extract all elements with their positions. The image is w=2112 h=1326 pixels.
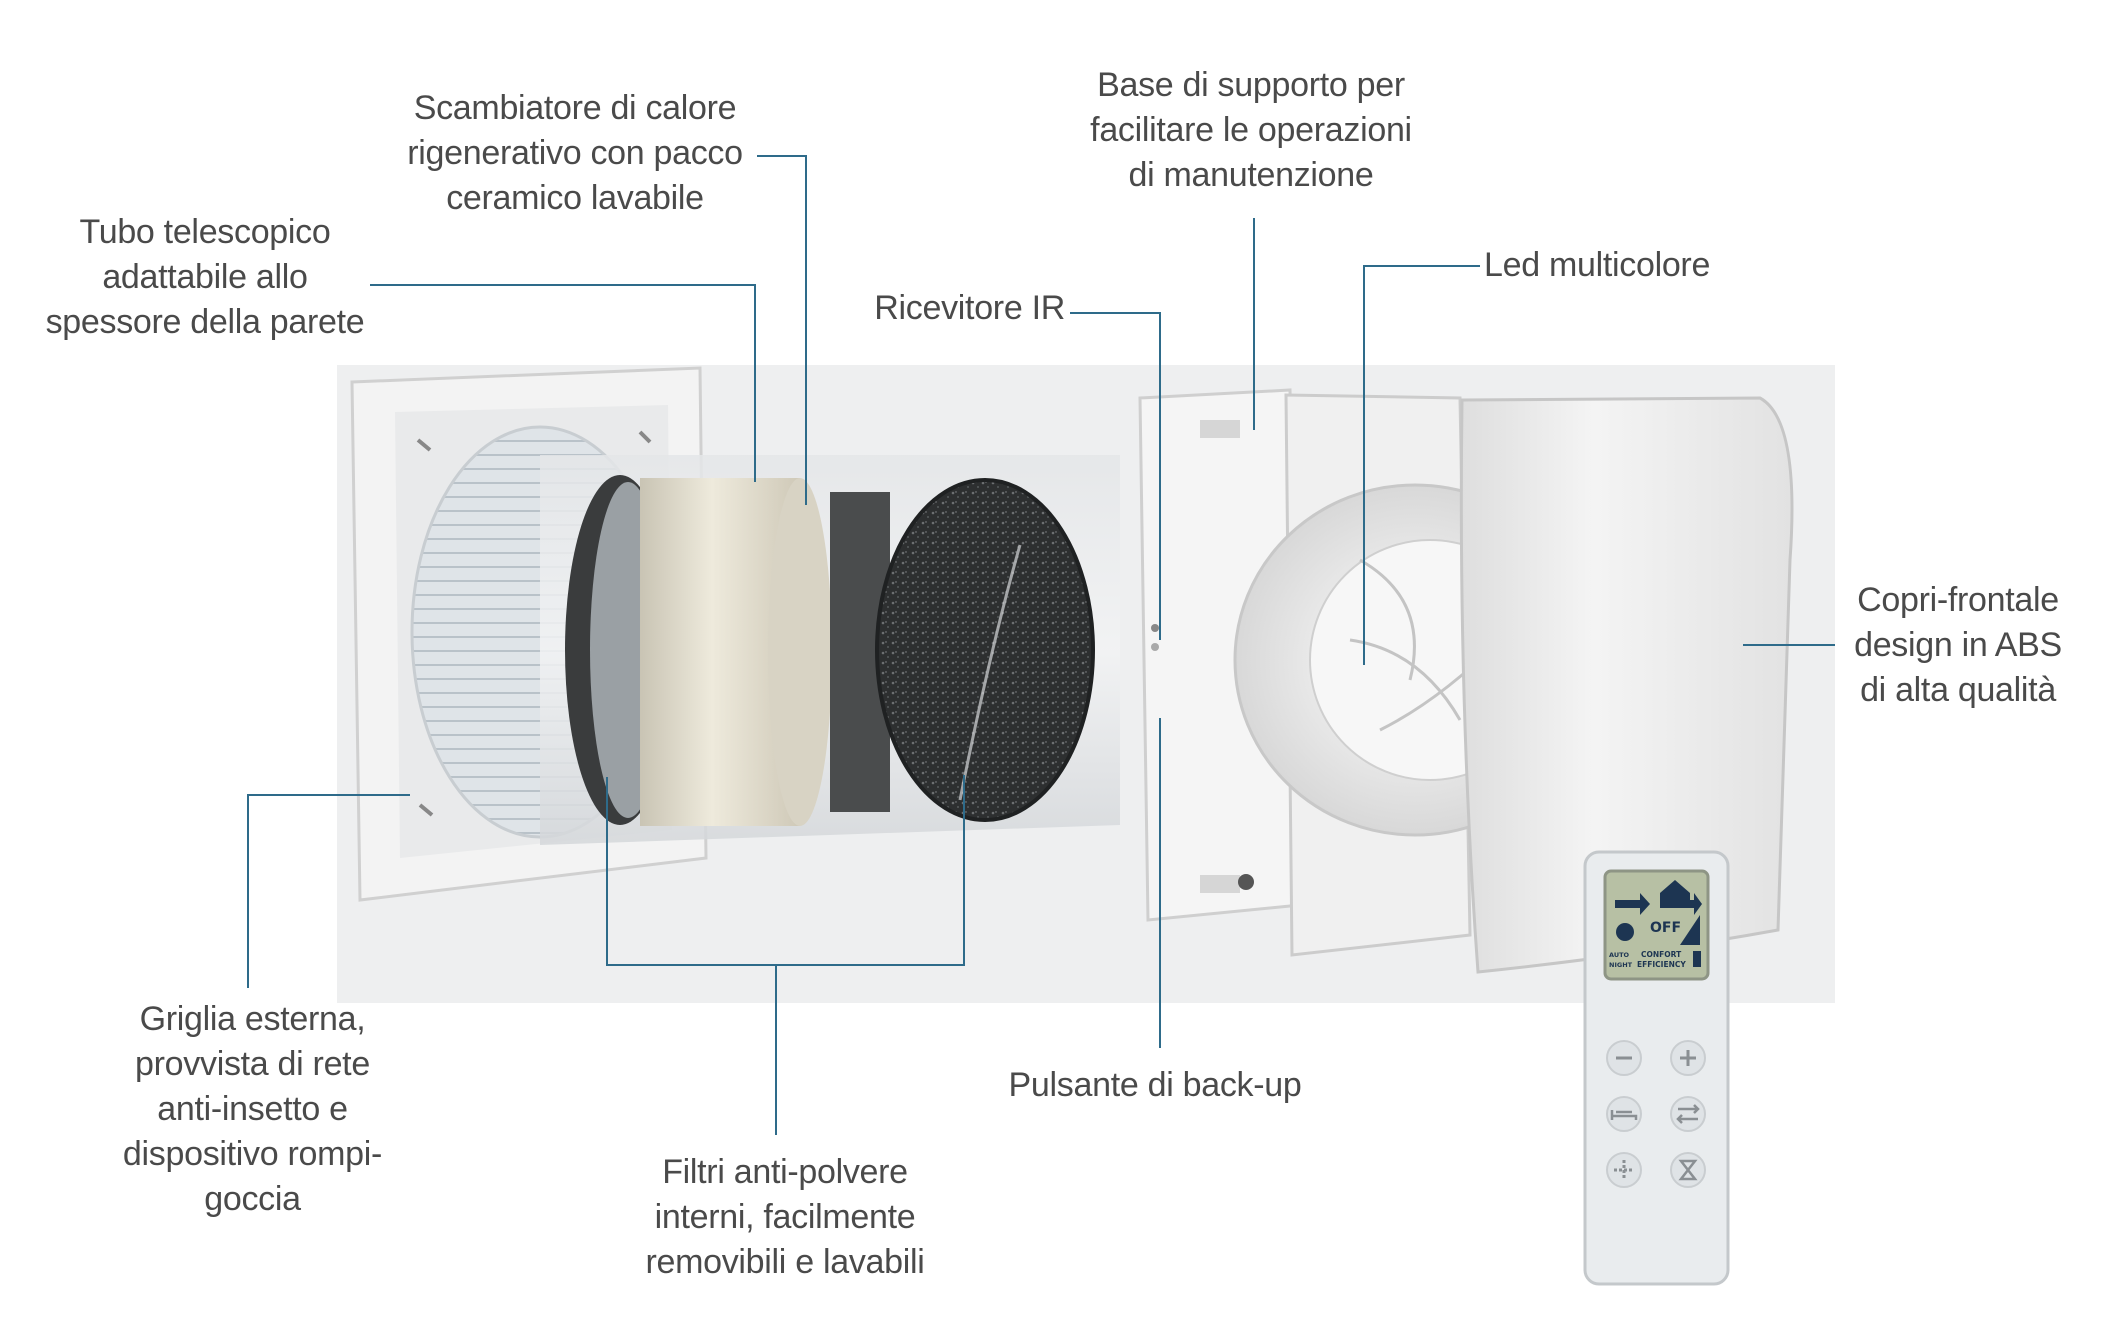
lcd-mode-text-line: AUTO bbox=[1609, 951, 1630, 959]
label-griglia: Griglia esterna, provvista di rete anti-… bbox=[122, 1000, 383, 1218]
ir-receiver-dot bbox=[1151, 624, 1159, 632]
remote-timer-button[interactable] bbox=[1670, 1152, 1706, 1188]
lcd-comfort-text: CONFORT bbox=[1641, 950, 1682, 959]
label-led: Led multicolore bbox=[1484, 246, 1711, 284]
remote-minus-button[interactable] bbox=[1606, 1040, 1642, 1076]
leader-ricevitore bbox=[1070, 312, 1161, 640]
telescopic-tube bbox=[540, 455, 1120, 845]
leader-led bbox=[1363, 265, 1480, 665]
remote-plus-button[interactable] bbox=[1670, 1040, 1706, 1076]
label-copri: Copri-frontale design in ABS di alta qua… bbox=[1854, 581, 2062, 709]
lcd-efficiency-text: EFFICIENCY bbox=[1637, 960, 1686, 969]
leader-filtri bbox=[606, 775, 965, 1135]
remote-night-button[interactable] bbox=[1606, 1096, 1642, 1132]
label-ricevitore: Ricevitore IR bbox=[874, 289, 1065, 327]
lcd-off-text: OFF bbox=[1650, 920, 1681, 936]
lcd-mode-text-line: NIGHT bbox=[1609, 961, 1633, 969]
label-tubo: Tubo telescopico adattabile allo spessor… bbox=[45, 213, 365, 341]
leader-tubo bbox=[370, 284, 756, 482]
label-filtri: Filtri anti-polvere interni, facilmente … bbox=[645, 1153, 925, 1281]
front-cover bbox=[1459, 396, 1794, 974]
leader-griglia bbox=[247, 794, 410, 988]
remote-fan-button[interactable] bbox=[1606, 1152, 1642, 1188]
remote-control: OFF CONFORT EFFICIENCY bbox=[1583, 850, 1730, 1286]
remote-direction-button[interactable] bbox=[1670, 1096, 1706, 1132]
backup-button-dot bbox=[1151, 643, 1159, 651]
label-pulsante: Pulsante di back-up bbox=[1008, 1066, 1302, 1104]
leader-lines bbox=[247, 155, 1835, 1135]
label-base: Base di supporto per facilitare le opera… bbox=[1090, 66, 1412, 194]
label-scambiatore: Scambiatore di calore rigenerativo con p… bbox=[407, 89, 743, 217]
leader-scambiatore bbox=[757, 155, 807, 505]
